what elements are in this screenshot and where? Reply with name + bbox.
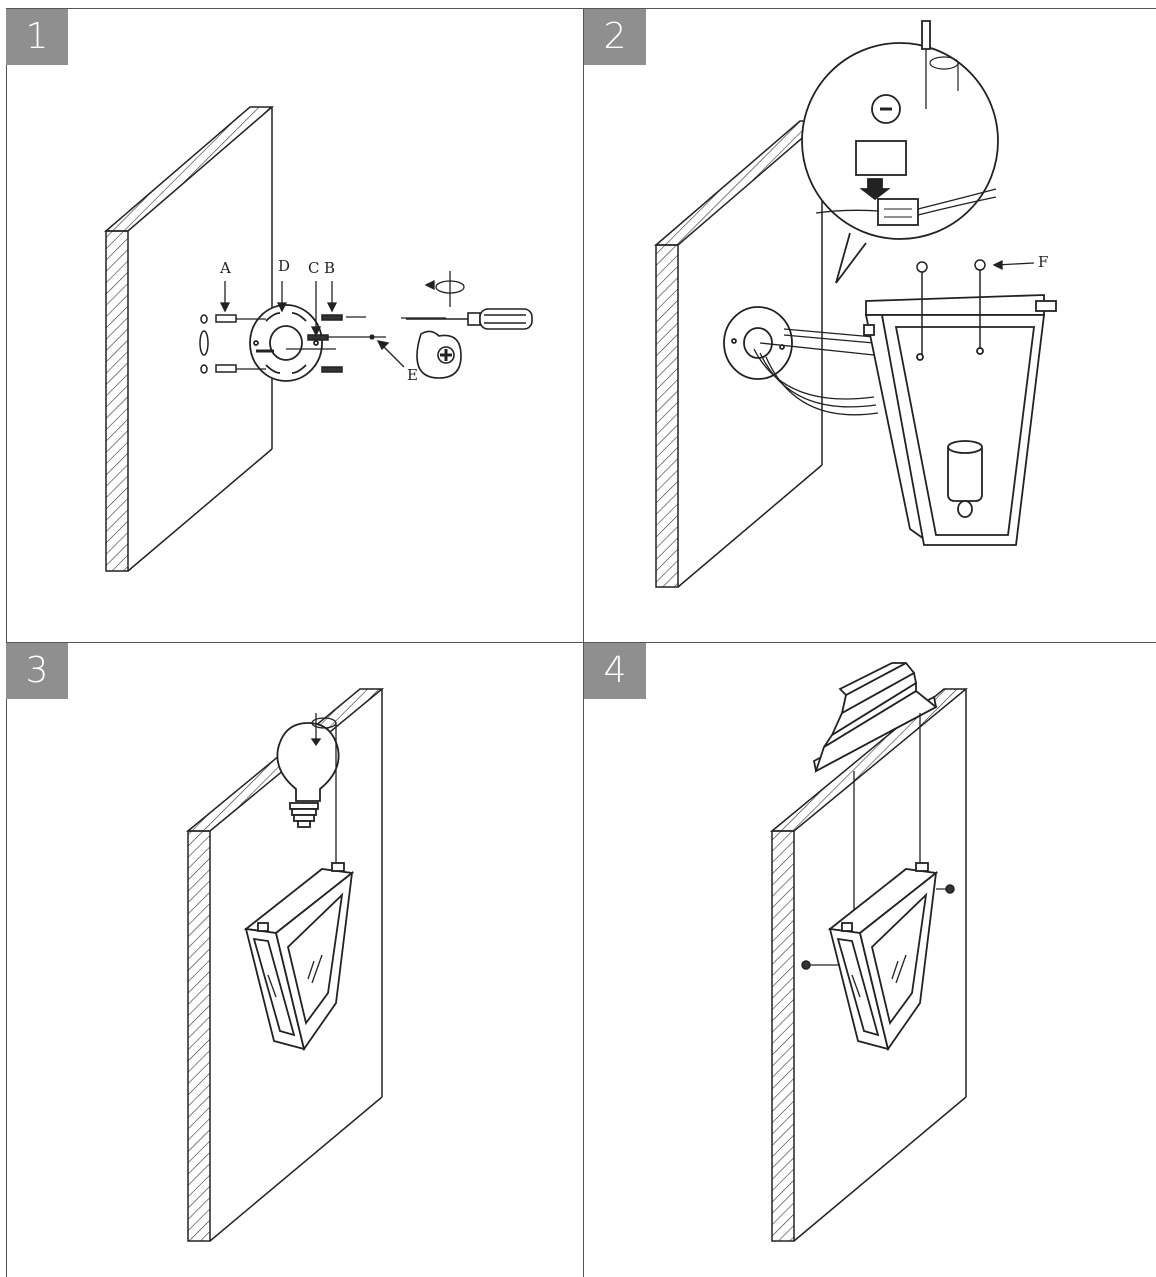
assembly-lines — [236, 316, 446, 370]
step-number-badge: 3 — [6, 643, 68, 699]
lantern — [243, 862, 355, 1052]
step-number-badge: 1 — [6, 9, 68, 65]
step-4-illustration — [769, 661, 969, 1242]
wall — [769, 688, 969, 1242]
wall — [103, 106, 275, 572]
wall-plugs — [215, 314, 237, 373]
step-number-badge: 2 — [584, 9, 646, 65]
rotation-icon — [310, 713, 337, 865]
lantern — [827, 862, 939, 1052]
label-arrows — [219, 281, 405, 368]
label-arrow-f — [992, 259, 1035, 271]
label-b: B — [324, 259, 335, 277]
wall — [653, 120, 825, 588]
step-number-badge: 4 — [584, 643, 646, 699]
nuts — [801, 884, 955, 970]
lantern-body — [863, 294, 1057, 546]
nuts — [916, 259, 986, 355]
step-1-illustration: A D C B E — [103, 106, 533, 572]
lantern-roof-cap — [812, 661, 938, 929]
light-bulb-icon — [276, 722, 340, 828]
screws — [256, 314, 343, 373]
step-4-panel: 4 — [584, 643, 1156, 1277]
step-1-panel: A D C B E 1 — [6, 9, 583, 642]
label-d: D — [278, 257, 290, 275]
label-f: F — [1038, 253, 1048, 271]
step-3-panel: 3 — [6, 643, 583, 1277]
step-3-illustration — [185, 688, 385, 1242]
frame-middle-horizontal-line — [6, 642, 1156, 643]
label-c: C — [308, 259, 319, 277]
label-a: A — [219, 259, 231, 277]
rotation-icon — [424, 271, 465, 307]
screwdriver-icon — [406, 308, 533, 330]
step-2-panel: F 2 — [584, 9, 1156, 642]
drill-holes — [199, 314, 209, 374]
mounting-plate — [723, 306, 793, 380]
mounting-plate — [249, 304, 323, 382]
step-2-illustration: F — [653, 20, 1057, 588]
frame-top-line — [6, 8, 1156, 9]
label-e: E — [407, 366, 418, 384]
lamp-socket — [947, 440, 983, 518]
wires — [753, 328, 879, 416]
wiring-detail-magnifier — [801, 20, 999, 284]
screw-head-detail-icon — [416, 330, 462, 379]
